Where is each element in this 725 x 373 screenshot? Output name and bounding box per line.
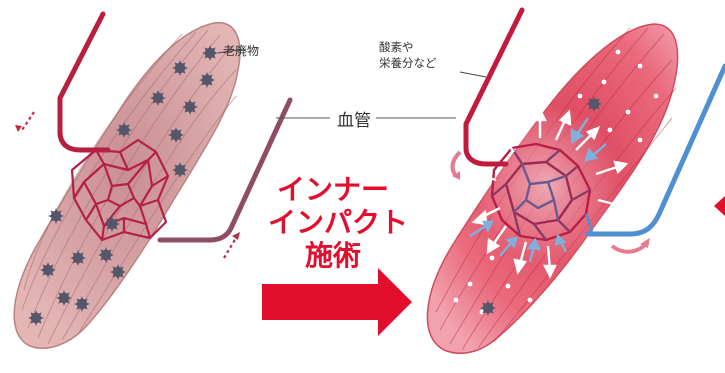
artery-after — [450, 7, 525, 180]
waste-arrows-after — [469, 117, 607, 263]
vein-before — [157, 97, 293, 259]
treatment-title-line1: インナー — [277, 173, 390, 206]
artery-before — [15, 11, 111, 153]
next-arrow-partial — [714, 196, 725, 216]
waste-leader-line — [217, 48, 245, 54]
oxygen-label-line2: 栄養分など — [379, 56, 437, 70]
capillary-net-before — [70, 138, 170, 242]
transition-arrow — [262, 268, 412, 336]
vein-after — [585, 63, 725, 254]
oxygen-dots-after — [453, 49, 659, 315]
treatment-title-line2: インパクト — [268, 206, 409, 239]
capillary-net-after — [490, 142, 594, 242]
waste-label: 老廃物 — [223, 44, 260, 58]
treatment-title-line3: 施術 — [305, 239, 362, 272]
nutrient-arrows-after — [465, 107, 631, 279]
vessel-label: 血管 — [337, 111, 371, 131]
muscle-before — [13, 22, 241, 349]
oxygen-label-line1: 酸素や — [379, 40, 414, 54]
